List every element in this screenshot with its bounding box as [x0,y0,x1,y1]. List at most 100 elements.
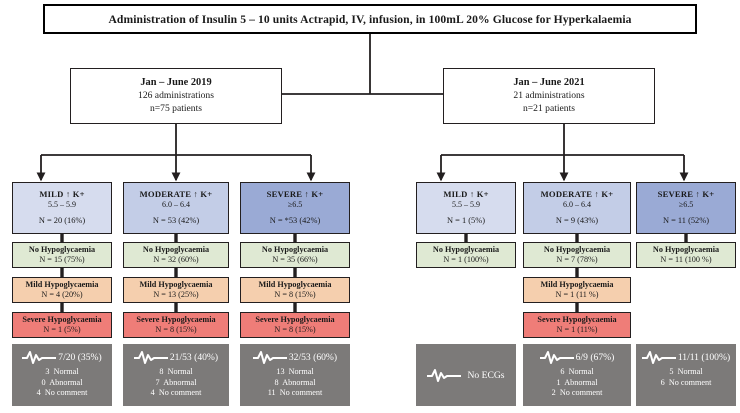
outcome-box-mild-hypo[interactable]: Mild Hypoglycaemia N = 8 (15%) [240,277,350,303]
period-box-2021[interactable]: Jan – June 2021 21 administrations n=21 … [443,68,655,124]
page-title: Administration of Insulin 5 – 10 units A… [43,4,697,34]
outcome-label: No Hypoglycaemia [261,245,329,254]
ecg-panel-mild-2021[interactable]: No ECGs [416,344,516,406]
ecg-fraction: 11/11 (100%) [677,351,731,363]
ecg-no-comment: 6 No comment [660,377,712,387]
severity-count: N = 1 (5%) [447,216,485,225]
ecg-normal: 5 Normal [669,367,703,376]
severity-box-severe-2021[interactable]: SEVERE ↑ K+ ≥6.5 N = 11 (52%) [636,182,736,234]
severity-count: N = *53 (42%) [269,216,321,225]
outcome-label: No Hypoglycaemia [652,245,720,254]
severity-range: 6.0 – 6.4 [563,200,591,209]
severity-label: SEVERE ↑ K+ [266,189,324,199]
outcome-box-no-hypo[interactable]: No Hypoglycaemia N = 1 (100%) [416,242,516,268]
severity-box-moderate-2019[interactable]: MODERATE ↑ K+ 6.0 – 6.4 N = 53 (42%) [123,182,229,234]
ecg-waveform-icon [133,351,168,364]
period-patients: n=21 patients [522,102,576,114]
severity-label: SEVERE ↑ K+ [657,189,715,199]
outcome-box-severe-hypo[interactable]: Severe Hypoglycaemia N = 1 (11%) [523,312,631,338]
outcome-label: Severe Hypoglycaemia [136,315,216,324]
ecg-waveform-icon [252,351,287,364]
severity-range: 5.5 – 5.9 [452,200,480,209]
ecg-panel-severe-2019[interactable]: 32/53 (60%) 13 Normal 8 Abnormal 11 No c… [240,344,350,406]
outcome-label: No Hypoglycaemia [543,245,611,254]
ecg-abnormal: 0 Abnormal [41,377,83,387]
severity-box-moderate-2021[interactable]: MODERATE ↑ K+ 6.0 – 6.4 N = 9 (43%) [523,182,631,234]
outcome-count: N = 7 (78%) [556,255,598,264]
outcome-label: Mild Hypoglycaemia [258,280,332,289]
ecg-breakdown: 13 Normal 8 Abnormal 11 No comment [240,367,350,399]
outcome-box-mild-hypo[interactable]: Mild Hypoglycaemia N = 4 (20%) [12,277,112,303]
outcome-box-mild-hypo[interactable]: Mild Hypoglycaemia N = 1 (11 %) [523,277,631,303]
outcome-count: N = 4 (20%) [41,290,83,299]
outcome-count: N = 11 (100 %) [660,255,712,264]
outcome-label: No Hypoglycaemia [28,245,96,254]
ecg-normal: 8 Normal [159,367,193,376]
outcome-box-no-hypo[interactable]: No Hypoglycaemia N = 11 (100 %) [636,242,736,268]
ecg-panel-moderate-2019[interactable]: 21/53 (40%) 8 Normal 7 Abnormal 4 No com… [123,344,229,406]
severity-label: MODERATE ↑ K+ [540,189,614,199]
severity-count: N = 9 (43%) [555,216,599,225]
severity-count: N = 53 (42%) [152,216,200,225]
ecg-panel-severe-2021[interactable]: 11/11 (100%) 5 Normal 6 No comment [636,344,736,406]
severity-box-mild-2019[interactable]: MILD ↑ K+ 5.5 – 5.9 N = 20 (16%) [12,182,112,234]
severity-box-mild-2021[interactable]: MILD ↑ K+ 5.5 – 5.9 N = 1 (5%) [416,182,516,234]
outcome-label: Mild Hypoglycaemia [139,280,213,289]
outcome-count: N = 8 (15%) [274,325,316,334]
outcome-box-no-hypo[interactable]: No Hypoglycaemia N = 7 (78%) [523,242,631,268]
outcome-count: N = 15 (75%) [39,255,85,264]
severity-label: MILD ↑ K+ [39,189,85,199]
ecg-normal: 6 Normal [560,367,594,376]
severity-box-severe-2019[interactable]: SEVERE ↑ K+ ≥6.5 N = *53 (42%) [240,182,350,234]
outcome-box-no-hypo[interactable]: No Hypoglycaemia N = 15 (75%) [12,242,112,268]
outcome-count: N = 1 (5%) [43,325,81,334]
ecg-no-comment: 4 No comment [36,388,88,397]
ecg-waveform-icon [427,369,462,382]
ecg-waveform-icon [641,351,676,364]
outcome-count: N = 35 (66%) [272,255,318,264]
ecg-panel-mild-2019[interactable]: 7/20 (35%) 3 Normal 0 Abnormal 4 No comm… [12,344,112,406]
outcome-label: Severe Hypoglycaemia [255,315,335,324]
outcome-box-severe-hypo[interactable]: Severe Hypoglycaemia N = 1 (5%) [12,312,112,338]
outcome-box-mild-hypo[interactable]: Mild Hypoglycaemia N = 13 (25%) [123,277,229,303]
ecg-normal: 3 Normal [45,367,79,376]
period-name: Jan – June 2021 [513,77,585,88]
severity-label: MILD ↑ K+ [443,189,489,199]
ecg-breakdown: 8 Normal 7 Abnormal 4 No comment [123,367,229,399]
severity-range: 5.5 – 5.9 [48,200,76,209]
outcome-box-no-hypo[interactable]: No Hypoglycaemia N = 32 (60%) [123,242,229,268]
outcome-count: N = 1 (11 %) [555,290,599,299]
ecg-breakdown: 6 Normal 1 Abnormal 2 No comment [523,367,631,399]
ecg-abnormal: 8 Abnormal [274,377,316,387]
ecg-waveform-icon [539,351,574,364]
ecg-no-comment: 4 No comment [150,388,202,397]
ecg-fraction: No ECGs [467,369,505,381]
ecg-no-comment: 11 No comment [267,388,323,397]
ecg-fraction: 6/9 (67%) [575,351,615,363]
ecg-fraction: 32/53 (60%) [288,351,338,363]
outcome-box-severe-hypo[interactable]: Severe Hypoglycaemia N = 8 (15%) [123,312,229,338]
outcome-count: N = 8 (15%) [274,290,316,299]
ecg-normal: 13 Normal [276,367,314,376]
severity-range: 6.0 – 6.4 [162,200,190,209]
ecg-abnormal: 1 Abnormal [556,377,598,387]
ecg-waveform-icon [22,351,57,364]
outcome-count: N = 32 (60%) [153,255,199,264]
ecg-fraction: 21/53 (40%) [169,351,219,363]
outcome-label: Mild Hypoglycaemia [540,280,614,289]
severity-count: N = 11 (52%) [662,216,710,225]
outcome-box-severe-hypo[interactable]: Severe Hypoglycaemia N = 8 (15%) [240,312,350,338]
ecg-breakdown: 5 Normal 6 No comment [636,367,736,388]
severity-range: ≥6.5 [678,200,694,209]
severity-range: ≥6.5 [287,200,303,209]
outcome-label: Severe Hypoglycaemia [22,315,102,324]
ecg-abnormal: 7 Abnormal [155,377,197,387]
severity-label: MODERATE ↑ K+ [139,189,213,199]
outcome-count: N = 8 (15%) [155,325,197,334]
ecg-fraction: 7/20 (35%) [58,351,102,363]
period-box-2019[interactable]: Jan – June 2019 126 administrations n=75… [70,68,282,124]
outcome-count: N = 1 (100%) [443,255,489,264]
outcome-box-no-hypo[interactable]: No Hypoglycaemia N = 35 (66%) [240,242,350,268]
outcome-label: Mild Hypoglycaemia [25,280,99,289]
ecg-panel-moderate-2021[interactable]: 6/9 (67%) 6 Normal 1 Abnormal 2 No comme… [523,344,631,406]
